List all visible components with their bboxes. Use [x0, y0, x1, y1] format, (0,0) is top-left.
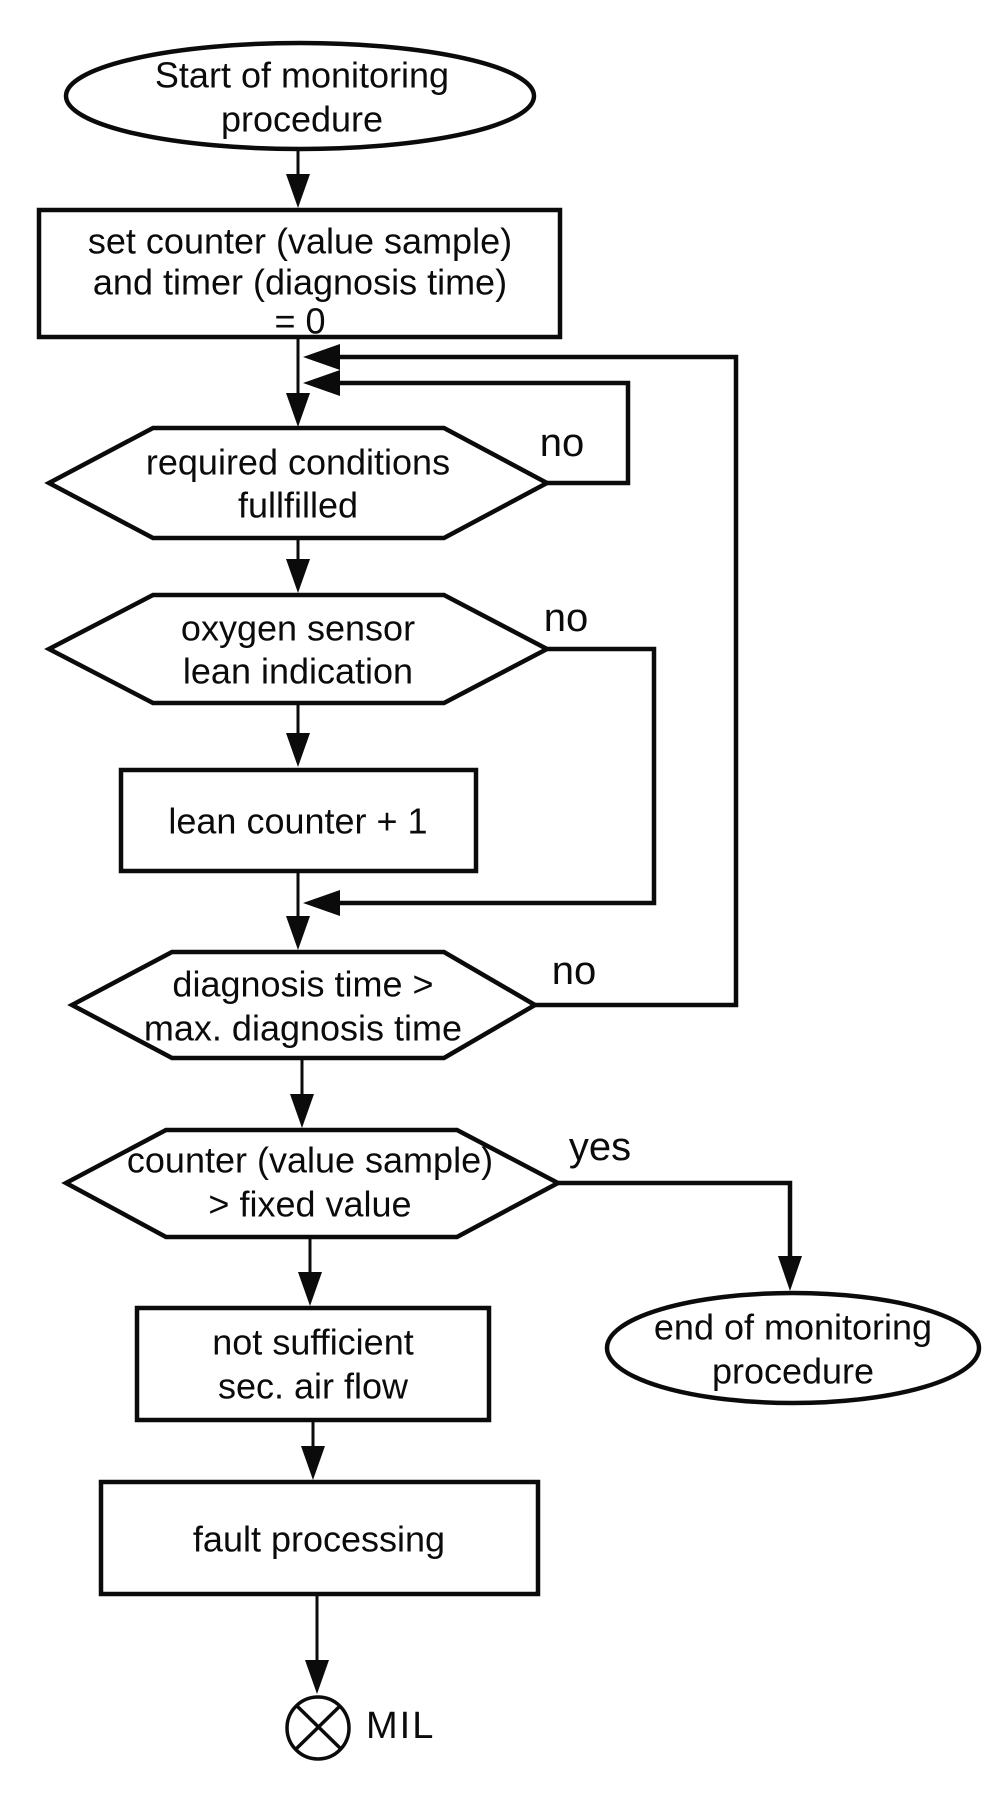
- arrowhead-down-icon: [286, 174, 310, 208]
- fault-process-node: fault processing: [98, 1479, 541, 1597]
- connector-insufficient-to-fault: [301, 1420, 325, 1480]
- connector-fault-to-mil: [305, 1594, 329, 1694]
- arrowhead-down-icon: [286, 393, 310, 427]
- mil-lamp-cross-line-2: [294, 1704, 342, 1751]
- counter-label-line2: > fixed value: [208, 1184, 411, 1225]
- oxygen-decision-shape: [44, 592, 552, 706]
- start-label-line1: Start of monitoring: [155, 55, 449, 96]
- start-terminator-shape: [63, 40, 537, 152]
- fault-process-shape: [98, 1479, 541, 1597]
- arrowhead-down-icon: [286, 559, 310, 593]
- insufficient-label-line2: sec. air flow: [218, 1366, 409, 1407]
- connector-start-to-init: [286, 149, 310, 208]
- init-process-node: set counter (value sample) and timer (di…: [36, 207, 563, 342]
- connector-init-to-required: [286, 337, 310, 427]
- diagnosis-label-line1: diagnosis time >: [172, 964, 433, 1005]
- arrowhead-down-icon: [286, 916, 310, 950]
- insufficient-process-shape: [134, 1305, 492, 1423]
- connector-lean-to-diagnosis: [286, 871, 310, 950]
- arrowhead-down-icon: [290, 1094, 314, 1128]
- end-terminator-node: end of monitoring procedure: [604, 1290, 982, 1406]
- init-process-shape: [36, 207, 563, 340]
- oxygen-no-label: no: [544, 596, 589, 640]
- end-label-line1: end of monitoring: [654, 1307, 932, 1348]
- loop-diagnosis-no: [303, 344, 739, 1008]
- arrowhead-down-icon: [301, 1446, 325, 1480]
- oxygen-label-line2: lean indication: [183, 651, 413, 692]
- arrowhead-down-icon: [286, 733, 310, 767]
- branch-counter-yes-to-end: [558, 1180, 802, 1291]
- counter-label-line1: counter (value sample): [127, 1140, 493, 1181]
- connector-diagnosis-to-counter: [290, 1058, 314, 1128]
- counter-decision-node: counter (value sample) > fixed value: [61, 1127, 563, 1240]
- connector-oxygen-to-lean: [286, 703, 310, 767]
- loop-oxygen-no: [303, 646, 657, 916]
- init-label-line3: = 0: [274, 301, 325, 342]
- arrowhead-down-icon: [778, 1256, 802, 1291]
- fault-label: fault processing: [193, 1519, 445, 1560]
- required-decision-shape: [44, 425, 552, 541]
- counter-yes-label: yes: [569, 1125, 631, 1169]
- diagnosis-decision-shape: [67, 949, 540, 1061]
- mil-lamp-icon: [285, 1695, 351, 1761]
- required-label-line1: required conditions: [146, 442, 450, 483]
- required-no-label: no: [540, 421, 585, 465]
- arrowhead-down-icon: [305, 1660, 329, 1694]
- lean-counter-label: lean counter + 1: [168, 801, 427, 842]
- init-label-line2: and timer (diagnosis time): [93, 262, 507, 303]
- end-terminator-shape: [604, 1290, 982, 1406]
- arrowhead-left-icon: [303, 370, 340, 396]
- counter-decision-shape: [61, 1127, 563, 1240]
- insufficient-label-line1: not sufficient: [212, 1322, 413, 1363]
- arrowhead-left-icon: [303, 890, 340, 916]
- diagnosis-decision-node: diagnosis time > max. diagnosis time: [67, 949, 540, 1061]
- diagnosis-no-label: no: [552, 949, 597, 993]
- required-label-line2: fullfilled: [238, 485, 358, 526]
- start-terminator-node: Start of monitoring procedure: [63, 40, 537, 152]
- arrowhead-down-icon: [298, 1272, 322, 1306]
- connector-required-to-oxygen: [286, 538, 310, 593]
- start-label-line2: procedure: [221, 99, 383, 140]
- arrowhead-left-icon: [303, 344, 340, 370]
- connector-counter-to-insufficient: [298, 1237, 322, 1306]
- lean-counter-process-shape: [118, 767, 479, 874]
- end-label-line2: procedure: [712, 1351, 874, 1392]
- oxygen-label-line1: oxygen sensor: [181, 608, 415, 649]
- oxygen-decision-node: oxygen sensor lean indication: [44, 592, 552, 706]
- required-decision-node: required conditions fullfilled: [44, 425, 552, 541]
- diagnosis-label-line2: max. diagnosis time: [144, 1008, 462, 1049]
- init-label-line1: set counter (value sample): [88, 221, 512, 262]
- lean-counter-process-node: lean counter + 1: [118, 767, 479, 874]
- insufficient-process-node: not sufficient sec. air flow: [134, 1305, 492, 1423]
- mil-label: MIL: [366, 1705, 435, 1747]
- loop-required-no: [303, 370, 631, 486]
